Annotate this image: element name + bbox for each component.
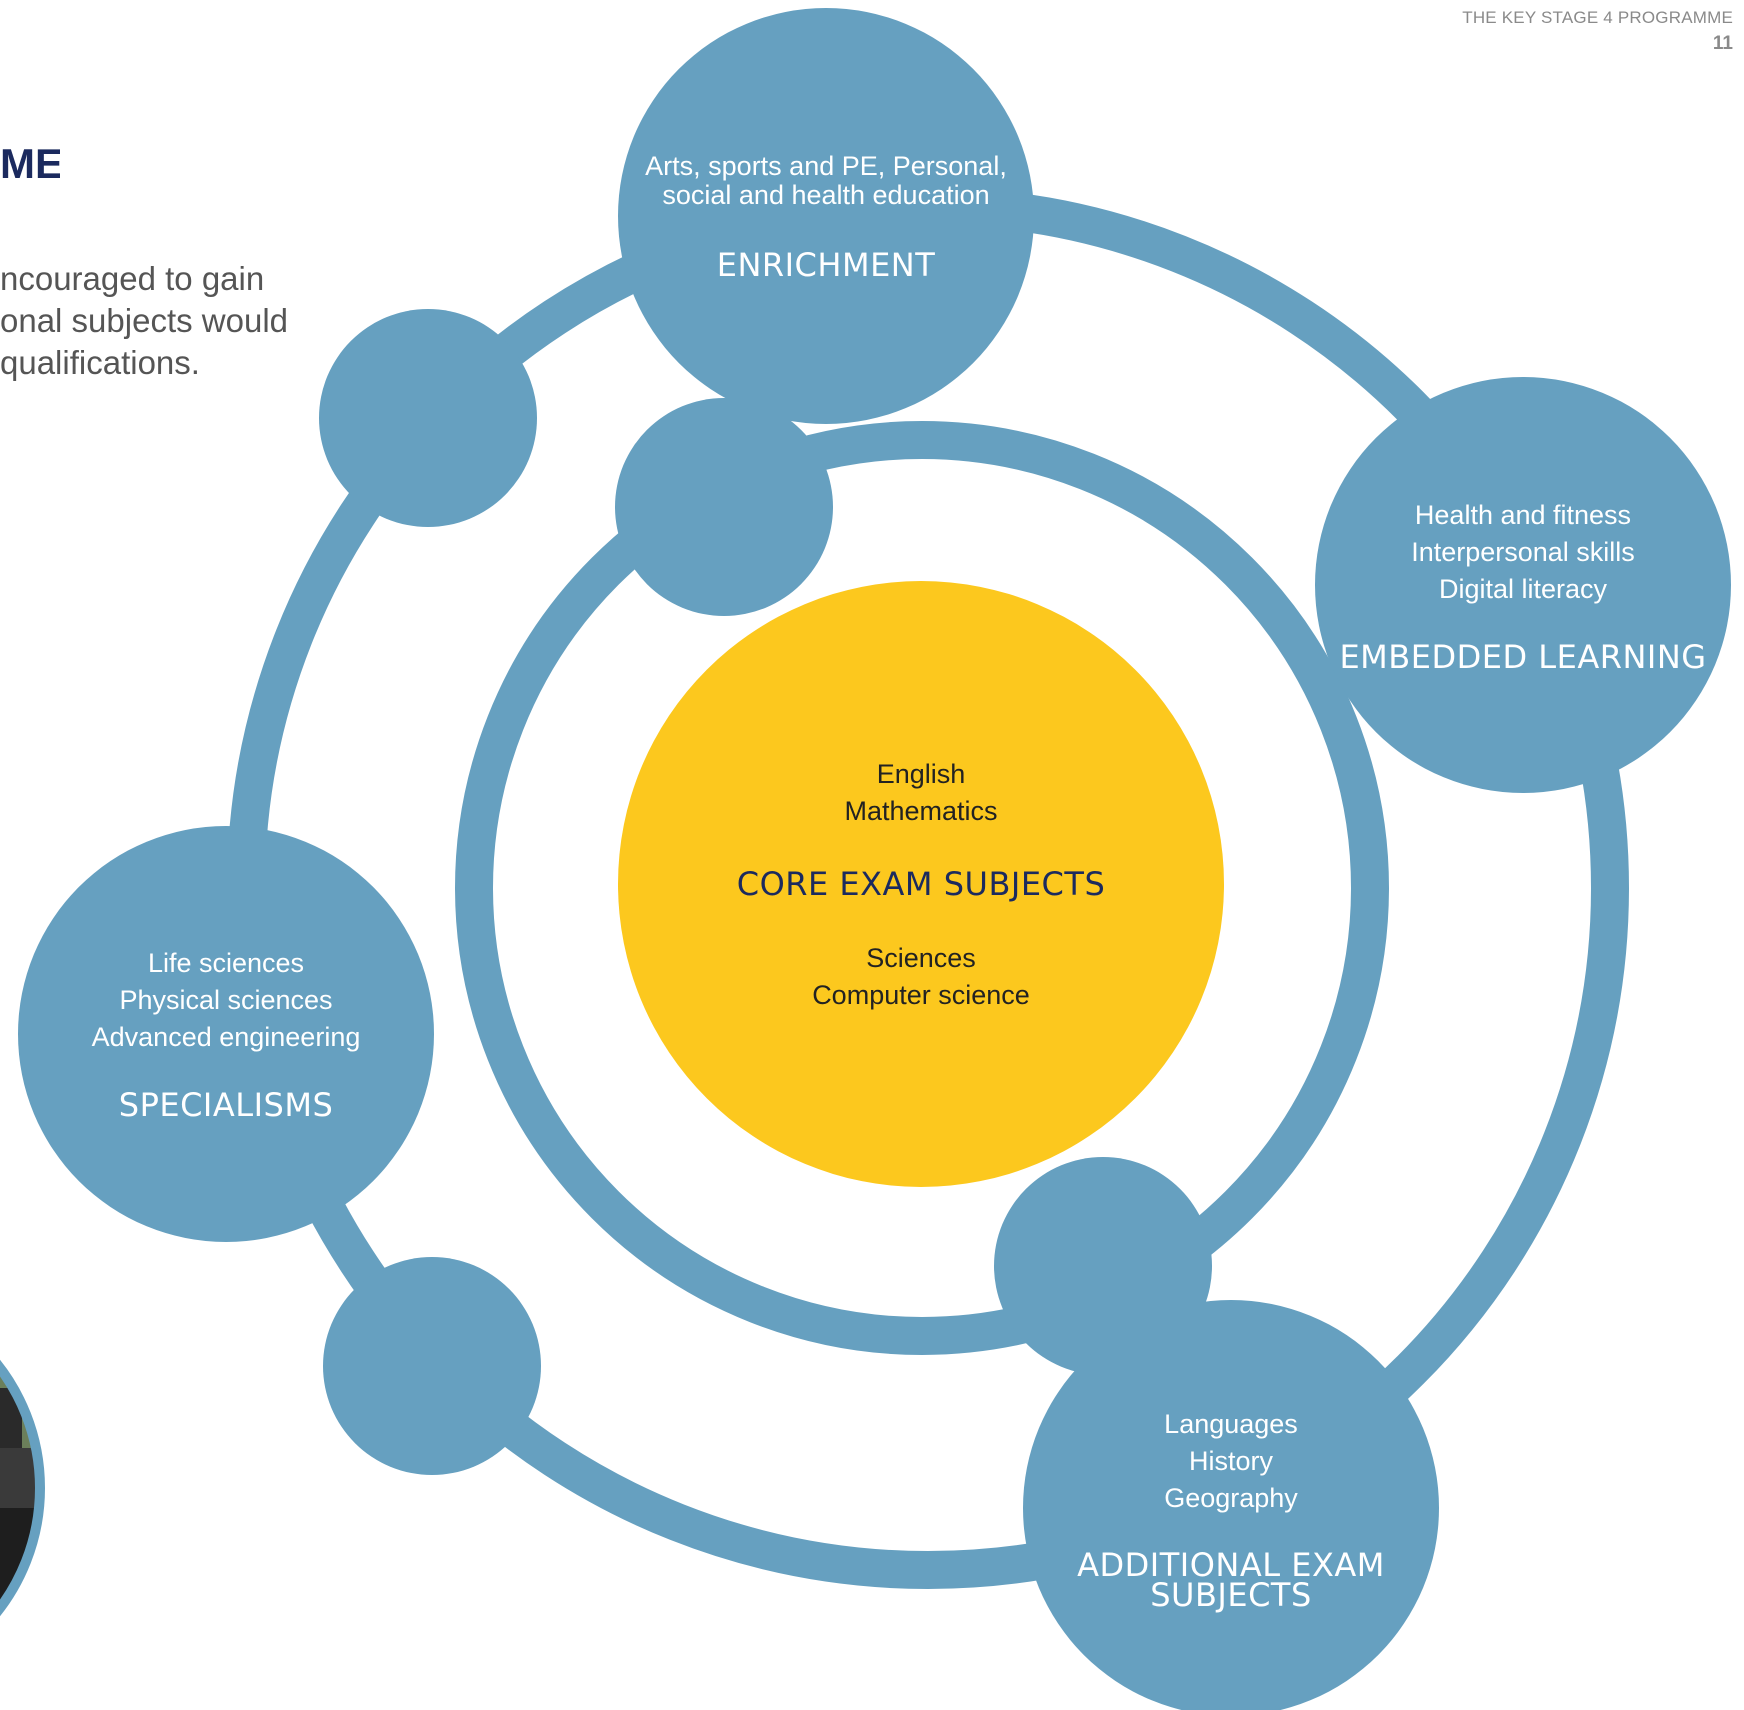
core-items-bottom: Sciences Computer science (721, 940, 1121, 1014)
page-number: 11 (1712, 33, 1733, 54)
specialisms-item: Life sciences (147, 948, 305, 978)
intro-paragraph: ncouraged to gain onal subjects would qu… (0, 258, 288, 384)
embedded-learning-item: Interpersonal skills (1411, 537, 1635, 567)
enrichment-item: social and health education (662, 180, 990, 210)
section-title: THE KEY STAGE 4 PROGRAMME (1462, 8, 1733, 27)
specialisms-circle (18, 826, 434, 1242)
embedded-learning-circle (1315, 377, 1731, 793)
core-item: Computer science (812, 980, 1030, 1010)
additional-exam-subjects-items: Languages History Geography (1031, 1406, 1431, 1517)
additional-exam-subjects-heading-line: SUBJECTS (1150, 1576, 1312, 1614)
embedded-learning-item: Digital literacy (1438, 574, 1608, 604)
additional-exam-subjects-heading: ADDITIONAL EXAM SUBJECTS (1031, 1546, 1431, 1614)
enrichment-heading: ENRICHMENT (716, 246, 936, 284)
enrichment-circle (618, 8, 1034, 424)
cropped-photo (0, 1358, 45, 1648)
embedded-learning-heading: EMBEDDED LEARNING (1339, 638, 1707, 676)
intro-line: onal subjects would (0, 302, 289, 339)
core-exam-subjects-circle (618, 581, 1224, 1187)
core-item: Mathematics (844, 796, 998, 826)
core-item: Sciences (866, 943, 976, 973)
specialisms-heading: SPECIALISMS (118, 1086, 334, 1124)
core-heading: CORE EXAM SUBJECTS (736, 865, 1106, 903)
page-heading: ME (0, 140, 60, 187)
core-items-top: English Mathematics (721, 756, 1121, 830)
outer-node-bottom-left (323, 1257, 541, 1475)
embedded-learning-items: Health and fitness Interpersonal skills … (1323, 497, 1723, 608)
intro-line: ncouraged to gain (0, 260, 265, 297)
inner-node-top-left (615, 398, 833, 616)
additional-exam-subjects-circle (1023, 1300, 1439, 1710)
inner-ring (455, 421, 1389, 1355)
embedded-learning-item: Health and fitness (1414, 500, 1632, 530)
specialisms-items: Life sciences Physical sciences Advanced… (26, 945, 426, 1056)
outer-node-top-left (319, 309, 537, 527)
intro-line: qualifications. (0, 344, 200, 381)
specialisms-item: Advanced engineering (91, 1022, 361, 1052)
enrichment-items: Arts, sports and PE, Personal, social an… (626, 152, 1026, 210)
additional-exam-subjects-item: History (1188, 1446, 1273, 1476)
additional-exam-subjects-heading-line: ADDITIONAL EXAM (1077, 1546, 1385, 1584)
additional-exam-subjects-item: Languages (1164, 1409, 1298, 1439)
additional-exam-subjects-item: Geography (1164, 1483, 1298, 1513)
enrichment-item: Arts, sports and PE, Personal, (645, 151, 1007, 181)
specialisms-item: Physical sciences (119, 985, 333, 1015)
core-item: English (876, 759, 966, 789)
